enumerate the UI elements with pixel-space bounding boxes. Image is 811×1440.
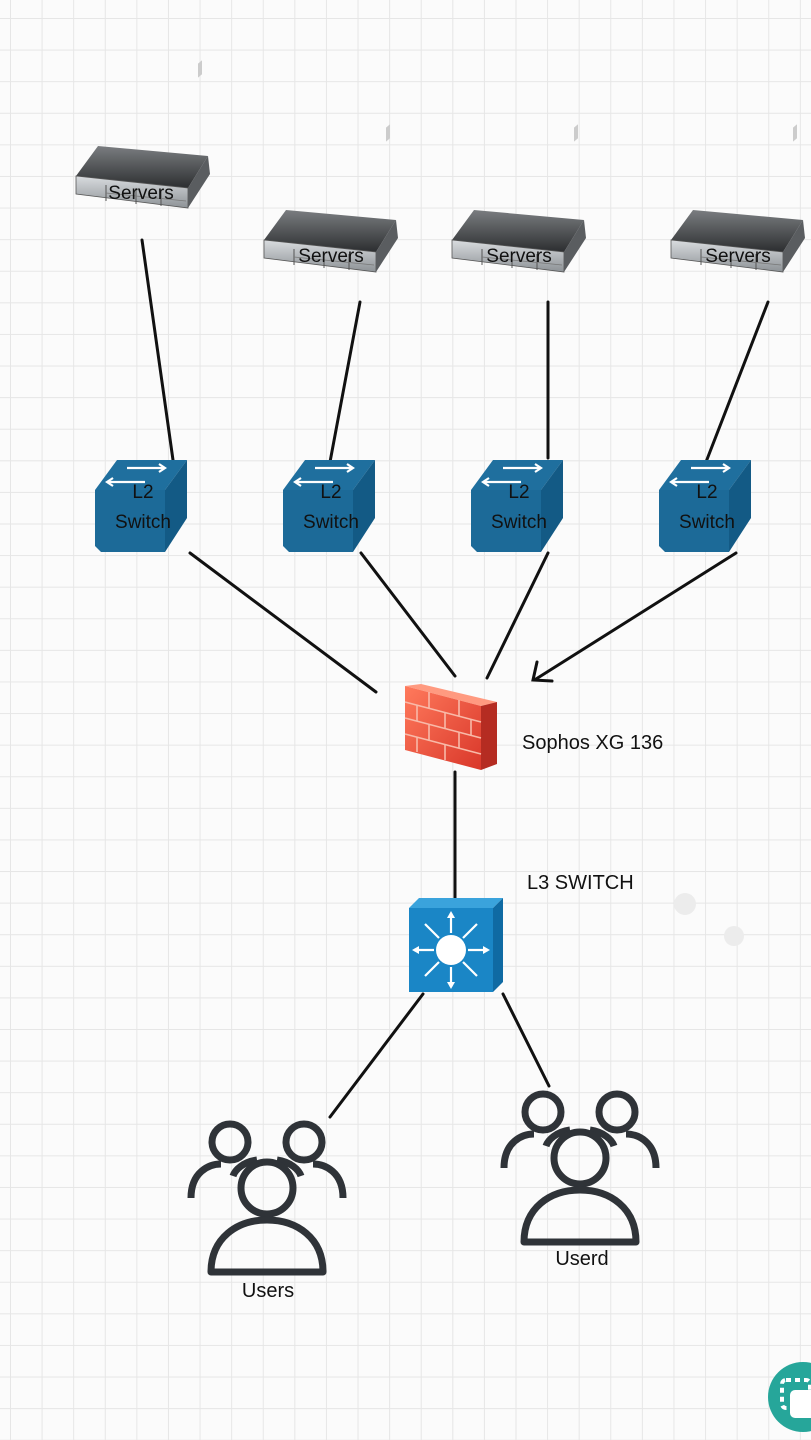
link-switch2-firewall <box>359 551 457 678</box>
users-group-2[interactable] <box>504 1094 656 1242</box>
l3-switch[interactable] <box>409 898 503 992</box>
link-switch4-firewall <box>534 551 738 681</box>
l2-switch-icon <box>469 458 565 554</box>
l2-switch-4[interactable]: L2 Switch <box>657 458 753 554</box>
link-switch3-firewall <box>485 551 550 680</box>
l2-switch-icon <box>657 458 753 554</box>
users-group-2-label: Userd <box>555 1248 608 1270</box>
link-l3switch-userd <box>501 992 551 1088</box>
link-switch1-firewall <box>188 551 378 694</box>
l3-switch-icon <box>409 898 503 992</box>
faint-dot <box>674 893 696 915</box>
arrowhead-to-firewall <box>531 660 554 683</box>
link-server1-switch1 <box>140 238 175 462</box>
l2-switch-icon <box>281 458 377 554</box>
l2-switch-1[interactable]: L2 Switch <box>93 458 189 554</box>
switch-label-line1: L2 <box>320 482 341 503</box>
l3-switch-label: L3 SWITCH <box>527 872 634 894</box>
users-group-1-label: Users <box>242 1280 294 1302</box>
server-4[interactable]: Servers <box>670 123 806 273</box>
faint-dot <box>724 926 744 946</box>
users-icon <box>504 1094 656 1242</box>
server-label: Servers <box>705 246 770 267</box>
switch-label-line2: Switch <box>115 512 171 533</box>
switch-label-line1: L2 <box>508 482 529 503</box>
users-icon <box>191 1124 343 1272</box>
edit-icon <box>780 1378 811 1418</box>
switch-label-line2: Switch <box>491 512 547 533</box>
server-label: Servers <box>486 246 551 267</box>
users-group-1[interactable] <box>191 1124 343 1272</box>
firewall-label: Sophos XG 136 <box>522 732 663 754</box>
edit-fab-button[interactable] <box>768 1362 811 1432</box>
l2-switch-2[interactable]: L2 Switch <box>281 458 377 554</box>
firewall[interactable] <box>404 684 497 770</box>
server-label: Servers <box>108 183 173 204</box>
server-1[interactable]: Servers <box>75 59 211 209</box>
link-server2-switch2 <box>328 300 362 464</box>
switch-label-line1: L2 <box>132 482 153 503</box>
switch-label-line1: L2 <box>696 482 717 503</box>
server-2[interactable]: Servers <box>263 123 399 273</box>
l2-switch-icon <box>93 458 189 554</box>
link-l3switch-users <box>328 992 425 1119</box>
connection-lines <box>140 238 770 1119</box>
server-label: Servers <box>298 246 363 267</box>
switch-label-line2: Switch <box>303 512 359 533</box>
firewall-icon <box>404 684 497 770</box>
link-server4-switch4 <box>704 300 770 464</box>
server-3[interactable]: Servers <box>451 123 587 273</box>
switch-label-line2: Switch <box>679 512 735 533</box>
l2-switch-3[interactable]: L2 Switch <box>469 458 565 554</box>
